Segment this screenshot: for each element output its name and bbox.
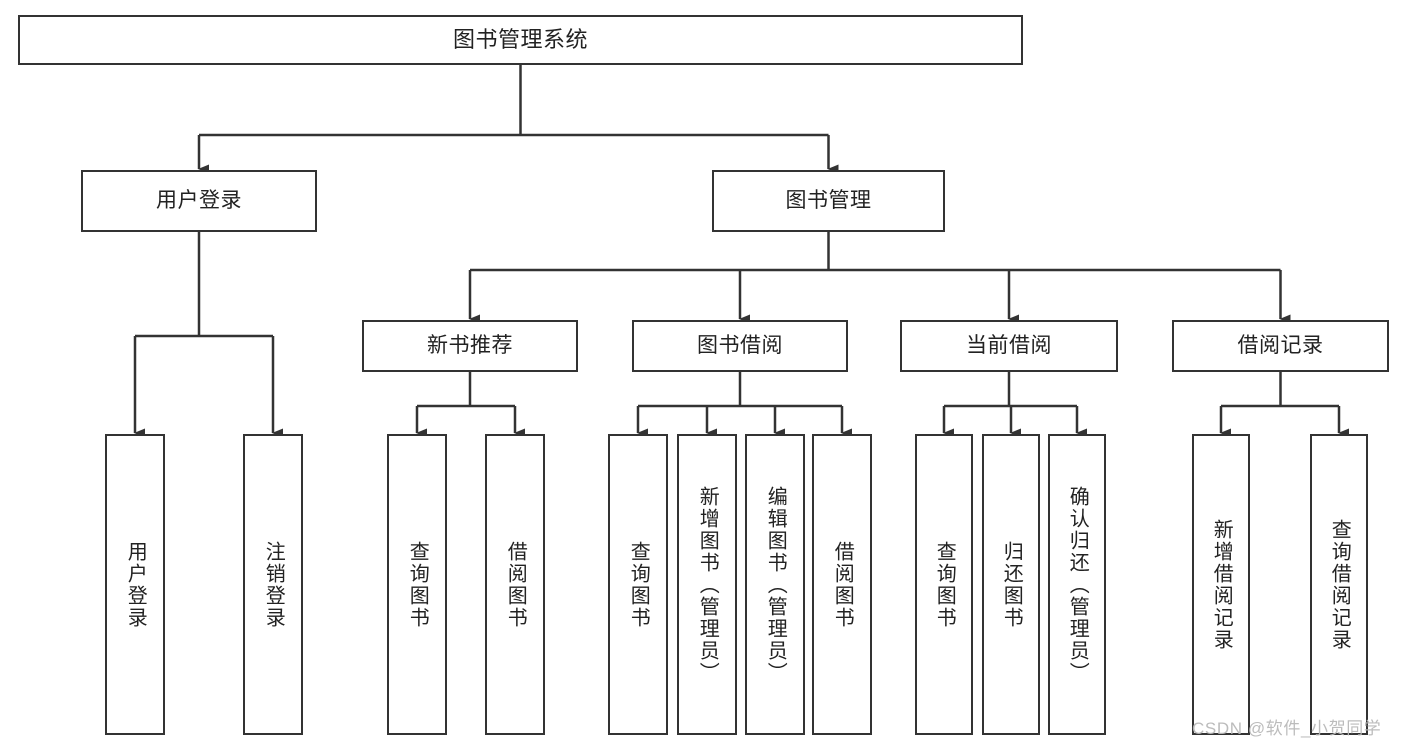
- node-label: 借阅记录: [1237, 334, 1324, 358]
- node-label: 借阅图书: [504, 540, 527, 629]
- node-leaf-cur-1: 查询图书: [915, 434, 973, 735]
- node-label: 新增图书（管理员）: [696, 485, 719, 684]
- node-leaf-rec-2: 查询借阅记录: [1310, 434, 1368, 735]
- node-leaf-new-2: 借阅图书: [485, 434, 545, 735]
- connector-lines: [133, 65, 1349, 438]
- node-leaf-borrow-3: 编辑图书（管理员）: [745, 434, 805, 735]
- node-label: 用户登录: [124, 540, 147, 629]
- node-leaf-rec-1: 新增借阅记录: [1192, 434, 1250, 735]
- node-leaf-cur-3: 确认归还（管理员）: [1048, 434, 1106, 735]
- node-leaf-login-1: 用户登录: [105, 434, 165, 735]
- node-records: 借阅记录: [1172, 320, 1389, 372]
- node-label: 借阅图书: [831, 540, 854, 629]
- node-label: 新书推荐: [427, 334, 513, 358]
- node-label: 当前借阅: [966, 334, 1052, 358]
- node-leaf-borrow-2: 新增图书（管理员）: [677, 434, 737, 735]
- node-leaf-cur-2: 归还图书: [982, 434, 1040, 735]
- watermark: CSDN @软件_小贺同学: [1192, 719, 1382, 738]
- node-root: 图书管理系统: [18, 15, 1023, 65]
- node-label: 注销登录: [262, 540, 285, 629]
- node-label: 用户登录: [156, 189, 242, 213]
- node-leaf-borrow-4: 借阅图书: [812, 434, 872, 735]
- node-label: 查询图书: [406, 540, 429, 629]
- node-label: 图书借阅: [697, 334, 783, 358]
- node-label: 确认归还（管理员）: [1066, 485, 1089, 684]
- node-label: 查询图书: [933, 540, 956, 629]
- node-bookmgmt: 图书管理: [712, 170, 945, 232]
- node-label: 图书管理: [785, 189, 872, 213]
- node-login: 用户登录: [81, 170, 317, 232]
- node-label: 归还图书: [1000, 540, 1023, 629]
- node-leaf-new-1: 查询图书: [387, 434, 447, 735]
- node-label: 查询借阅记录: [1328, 518, 1351, 651]
- node-leaf-login-2: 注销登录: [243, 434, 303, 735]
- node-label: 编辑图书（管理员）: [764, 485, 787, 684]
- node-leaf-borrow-1: 查询图书: [608, 434, 668, 735]
- node-label: 新增借阅记录: [1210, 518, 1233, 651]
- node-label: 查询图书: [627, 540, 650, 629]
- node-label: 图书管理系统: [452, 26, 588, 52]
- node-current: 当前借阅: [900, 320, 1118, 372]
- node-borrow: 图书借阅: [632, 320, 848, 372]
- node-newbook: 新书推荐: [362, 320, 578, 372]
